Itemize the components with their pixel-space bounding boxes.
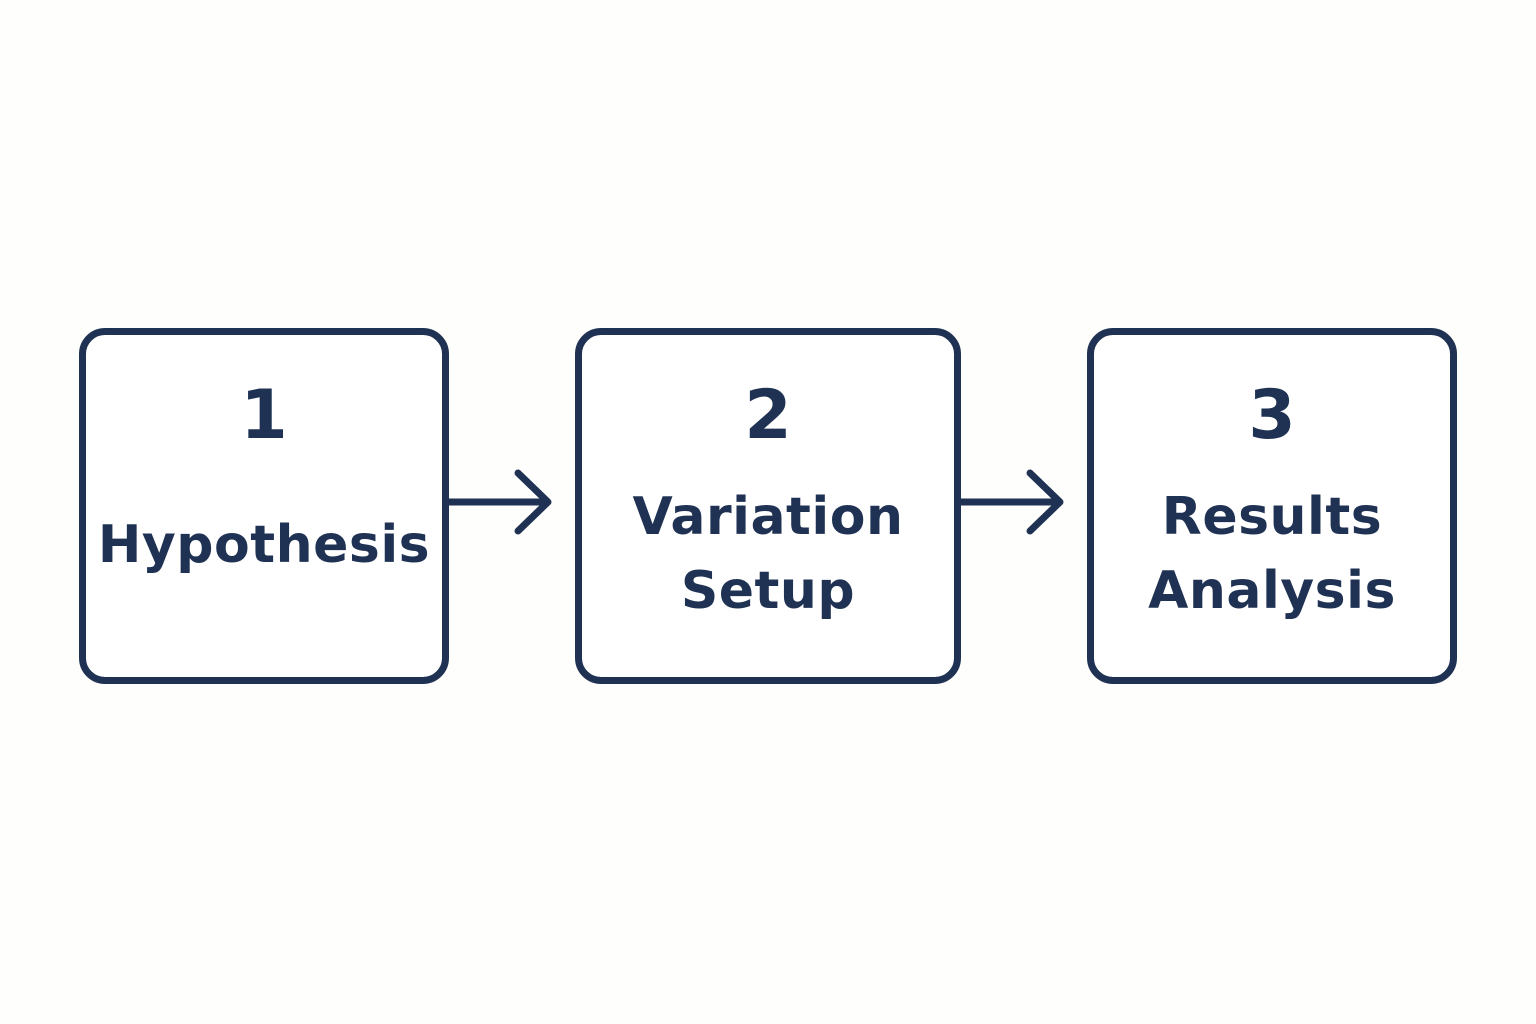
step-number-2: 2 [744,376,792,455]
arrow-right-icon [957,469,1064,535]
step-box-3: 3 Results Analysis [1087,328,1457,684]
step-box-2: 2 Variation Setup [575,328,961,684]
step-number-1: 1 [240,376,288,455]
step-label-2: Variation Setup [582,480,954,628]
step-label-1-line-1: Hypothesis [97,515,431,575]
step-label-2-line-2: Setup [680,561,856,621]
step-number-3: 3 [1248,376,1296,455]
step-box-1: 1 Hypothesis [79,328,449,684]
step-label-2-line-1: Variation [632,487,904,547]
step-label-1: Hypothesis [86,508,442,582]
arrow-right-icon [445,469,552,535]
step-label-3: Results Analysis [1094,480,1450,628]
step-label-3-line-2: Analysis [1148,561,1396,621]
step-label-3-line-1: Results [1161,487,1383,547]
